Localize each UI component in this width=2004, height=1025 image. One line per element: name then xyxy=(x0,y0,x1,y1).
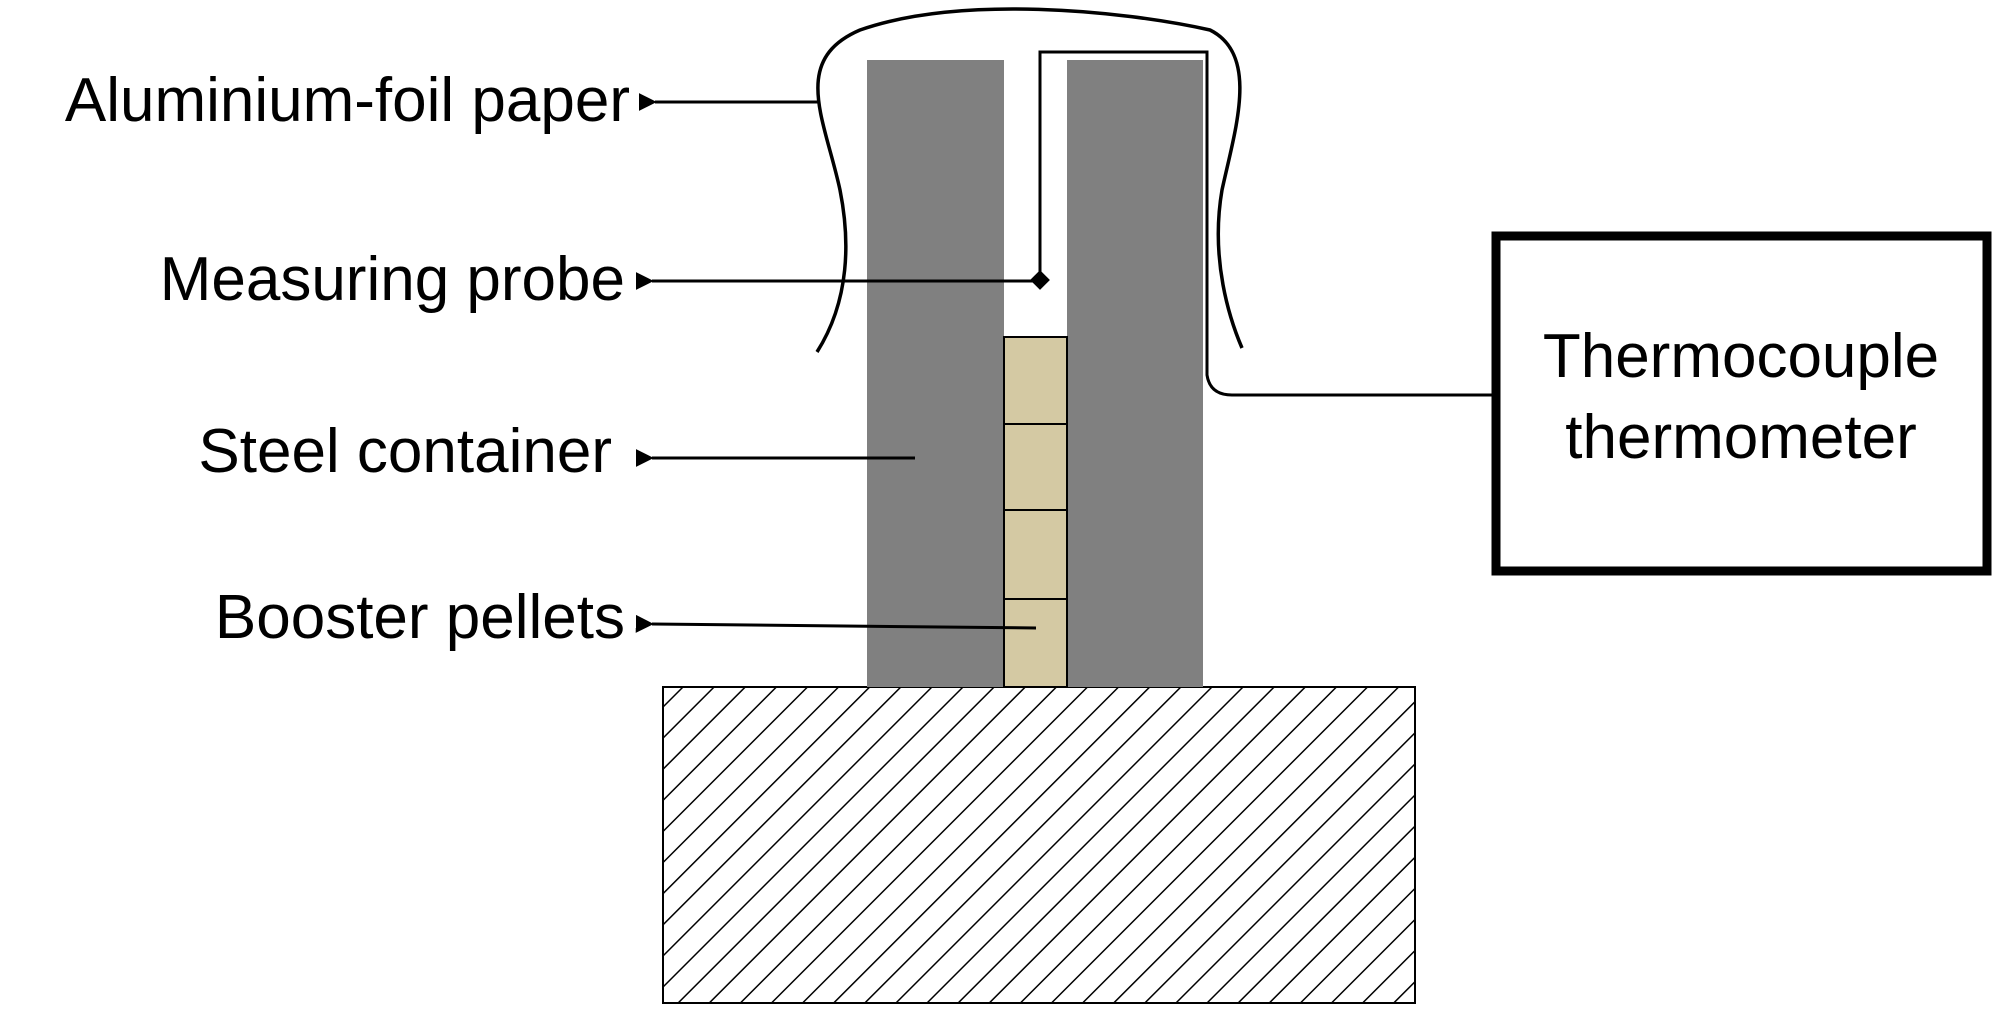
aluminium-foil-paper xyxy=(815,7,1244,353)
booster-pellet-4 xyxy=(1003,598,1068,688)
booster-pellets-label: Booster pellets xyxy=(215,583,625,652)
thermometer-label-line1: Thermocouple xyxy=(1543,322,1939,391)
thermometer-label-line2: thermometer xyxy=(1565,403,1916,472)
probe-wire xyxy=(1038,50,1492,397)
booster-pellet-3 xyxy=(1003,509,1068,600)
probe-tip xyxy=(1030,270,1050,290)
base-block xyxy=(662,686,1416,1004)
steel-container-right-wall xyxy=(1067,60,1203,687)
measuring-probe-label: Measuring probe xyxy=(160,245,625,314)
thermocouple-thermometer-box xyxy=(1491,231,1992,576)
booster-pellet-1 xyxy=(1003,336,1068,425)
container-cavity xyxy=(1004,60,1067,337)
steel-container-label: Steel container xyxy=(198,417,612,486)
aluminium-foil-label: Aluminium-foil paper xyxy=(65,66,630,135)
steel-container-left-wall xyxy=(867,60,1004,687)
booster-pellets-arrow xyxy=(635,614,1037,633)
booster-pellet-2 xyxy=(1003,423,1068,511)
